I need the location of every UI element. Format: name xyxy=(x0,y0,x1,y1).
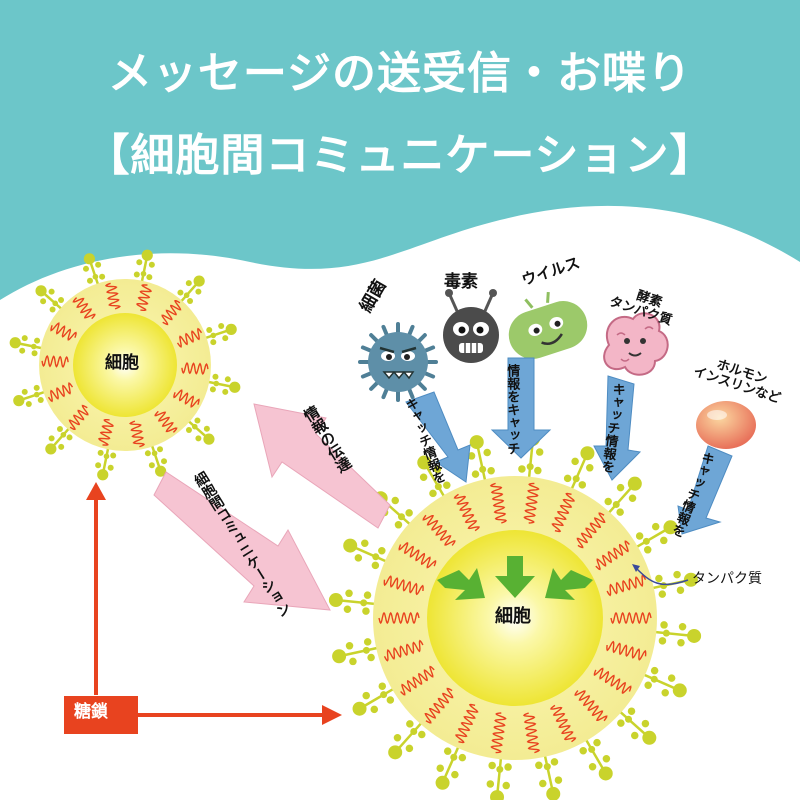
blue-arrows xyxy=(405,357,733,535)
large-cell-label: 細胞 xyxy=(495,606,531,627)
protein-coil xyxy=(173,389,200,408)
blue-arrow-virus xyxy=(490,357,552,459)
bacteria-icon xyxy=(358,322,438,402)
small-cell-label: 細胞 xyxy=(105,353,139,373)
protein-coil xyxy=(551,492,576,533)
protein-coil xyxy=(576,512,606,549)
protein-coil xyxy=(398,542,437,569)
protein-coil xyxy=(606,574,647,597)
protein-coil xyxy=(595,540,630,571)
protein-coil xyxy=(610,611,652,625)
protein-coil xyxy=(97,419,115,446)
protein-coil xyxy=(181,362,209,375)
protein-coil xyxy=(383,639,424,662)
protein-coil xyxy=(378,611,420,625)
protein-coil xyxy=(593,667,632,694)
sugar-chain xyxy=(535,733,563,800)
protein-coil xyxy=(135,284,153,311)
capture-line-1: 情報を xyxy=(504,364,520,403)
header-background xyxy=(0,0,800,300)
protein-coil xyxy=(47,382,74,403)
inward-arrow-left xyxy=(437,568,485,600)
pink-arrow-communication xyxy=(153,471,331,611)
protein-annotation: タンパク質 xyxy=(692,571,762,587)
inward-arrow-top xyxy=(495,556,535,598)
protein-coil xyxy=(574,690,608,722)
protein-coil xyxy=(422,514,456,546)
protein-coil xyxy=(549,704,577,743)
protein-coil xyxy=(522,712,541,754)
protein-coil xyxy=(50,322,77,341)
hormone-icon xyxy=(696,401,756,449)
inward-arrows xyxy=(437,556,593,600)
protein-pointer xyxy=(635,567,689,586)
blue-arrow-hormone xyxy=(677,445,733,535)
protein-coil xyxy=(490,712,507,754)
protein-coil xyxy=(489,482,508,524)
protein-coil xyxy=(161,300,182,326)
protein-coil xyxy=(400,665,435,696)
enzyme-icon xyxy=(603,312,669,376)
toxin-icon xyxy=(443,289,499,363)
virus-icon xyxy=(508,291,588,359)
protein-coil xyxy=(454,703,479,744)
blue-arrow-bacteria xyxy=(405,391,471,483)
sugar-chain xyxy=(343,538,408,572)
title-line-1: メッセージの送受信・お喋り xyxy=(107,48,693,99)
protein-coil xyxy=(104,282,121,310)
title-line-2: 【細胞間コミュニケーション】 xyxy=(85,130,715,181)
protein-coil xyxy=(424,687,454,724)
protein-coil xyxy=(523,482,540,524)
capture-line-2: キャッチ xyxy=(504,403,520,455)
pink-arrow-transmission xyxy=(253,403,391,529)
sugar-chain xyxy=(82,253,106,300)
sugar-chain xyxy=(592,476,642,531)
inward-arrow-right xyxy=(545,568,593,600)
toxin-label: 毒素 xyxy=(444,272,478,292)
protein-coil xyxy=(129,420,146,448)
large-cell xyxy=(328,431,702,800)
protein-coil xyxy=(453,493,481,532)
protein-coil xyxy=(68,404,89,430)
sugar-chain-pointers xyxy=(64,482,342,734)
blue-arrow-enzyme xyxy=(593,375,642,481)
protein-coil xyxy=(606,640,647,661)
protein-coil xyxy=(41,355,69,368)
capture-label-virus: 情報をキャッチ xyxy=(504,364,520,455)
protein-coil xyxy=(383,575,424,596)
sugar-chain xyxy=(193,373,241,395)
small-cell xyxy=(9,249,241,481)
protein-coil xyxy=(72,297,96,320)
sugar-chain-box xyxy=(64,696,138,734)
sugar-chain-label: 糖鎖 xyxy=(74,702,108,722)
protein-coil xyxy=(154,410,178,433)
sugar-chain xyxy=(9,335,57,357)
protein-coil xyxy=(176,327,203,348)
